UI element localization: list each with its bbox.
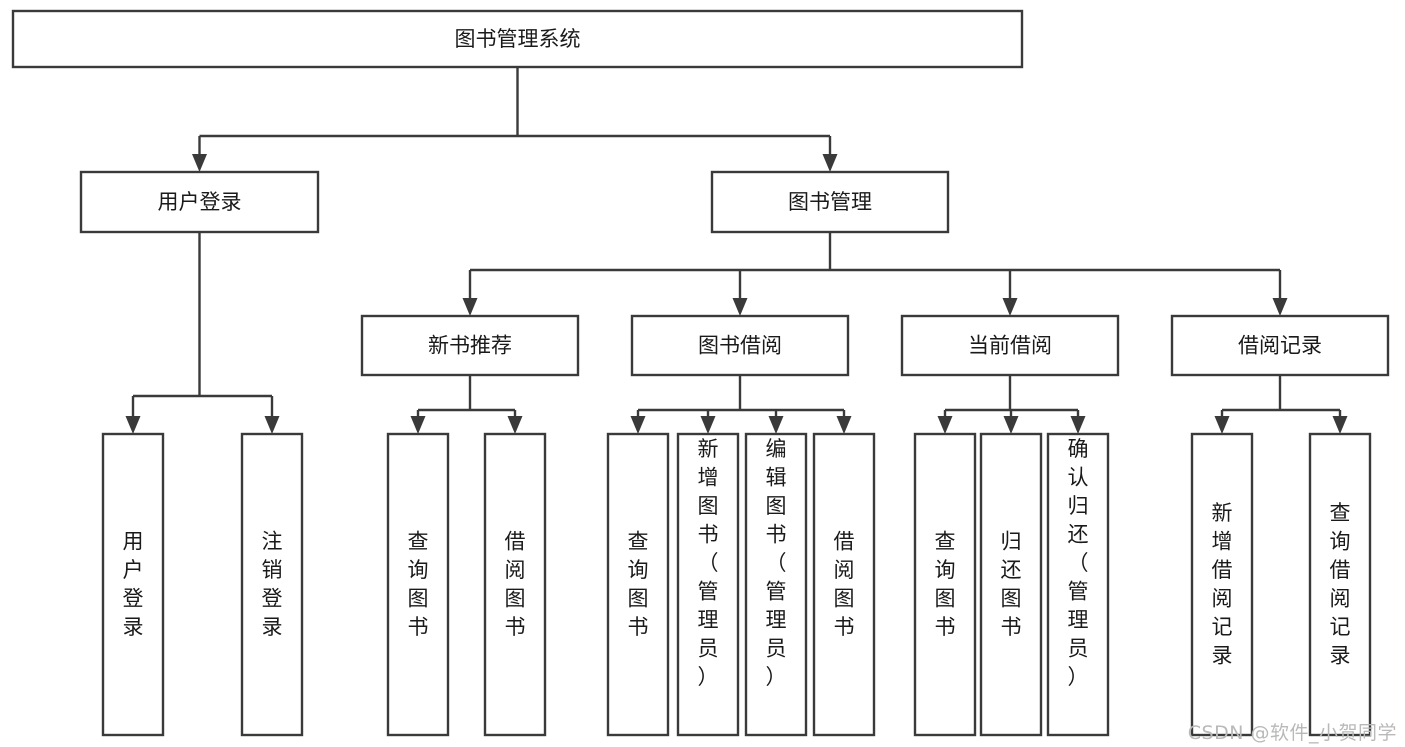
arrow-head-leaf-query-book-recommend: [410, 416, 426, 434]
node-leaf-edit-book-admin[interactable]: 编辑图书（管理员）: [744, 432, 808, 737]
arrow-head-leaf-edit-book-admin: [768, 416, 784, 434]
node-book-borrow[interactable]: 图书借阅: [630, 314, 850, 377]
node-new-book-recommend[interactable]: 新书推荐: [360, 314, 580, 377]
node-box-leaf-query-book-current: [913, 432, 977, 737]
node-label-leaf-borrow-book-recommend: 借阅图书: [505, 530, 526, 640]
node-label-leaf-query-book-recommend: 查询图书: [408, 530, 429, 640]
node-label-root: 图书管理系统: [455, 27, 581, 51]
node-label-leaf-borrow-book: 借阅图书: [834, 530, 855, 640]
node-box-current-borrow: [900, 314, 1120, 377]
node-label-leaf-user-login: 用户登录: [123, 530, 144, 640]
node-box-leaf-borrow-book: [812, 432, 876, 737]
node-box-book-management: [710, 170, 950, 234]
arrow-head-leaf-query-borrow-record: [1332, 416, 1348, 434]
node-box-leaf-edit-book-admin: [744, 432, 808, 737]
node-user-login[interactable]: 用户登录: [79, 170, 320, 234]
node-label-leaf-return-book: 归还图书: [1001, 530, 1022, 640]
node-current-borrow[interactable]: 当前借阅: [900, 314, 1120, 377]
node-box-book-borrow: [630, 314, 850, 377]
arrow-head-new-book-recommend: [462, 298, 478, 316]
node-label-leaf-add-borrow-record: 新增借阅记录: [1212, 501, 1233, 668]
node-leaf-user-login[interactable]: 用户登录: [101, 432, 165, 737]
node-leaf-query-borrow-record[interactable]: 查询借阅记录: [1308, 432, 1372, 737]
node-box-leaf-add-borrow-record: [1190, 432, 1254, 737]
node-label-leaf-logout: 注销登录: [262, 530, 283, 640]
node-box-leaf-borrow-book-recommend: [483, 432, 547, 737]
nodes-layer: 图书管理系统用户登录图书管理新书推荐图书借阅当前借阅借阅记录用户登录注销登录查询…: [11, 9, 1390, 737]
arrow-head-book-borrow: [732, 298, 748, 316]
node-leaf-return-book[interactable]: 归还图书: [979, 432, 1043, 737]
arrow-head-leaf-user-login: [125, 416, 141, 434]
node-leaf-query-book-borrow[interactable]: 查询图书: [606, 432, 670, 737]
arrow-head-leaf-return-book: [1003, 416, 1019, 434]
node-label-leaf-query-book-borrow: 查询图书: [628, 530, 649, 640]
node-box-user-login: [79, 170, 320, 234]
node-label-new-book-recommend: 新书推荐: [428, 334, 512, 358]
node-box-root: [11, 9, 1024, 69]
arrow-head-borrow-record: [1272, 298, 1288, 316]
edges-layer: [125, 67, 1348, 434]
node-borrow-record[interactable]: 借阅记录: [1170, 314, 1390, 377]
node-leaf-query-book-recommend[interactable]: 查询图书: [386, 432, 450, 737]
arrow-head-leaf-query-book-current: [937, 416, 953, 434]
node-leaf-query-book-current[interactable]: 查询图书: [913, 432, 977, 737]
arrow-head-leaf-query-book-borrow: [630, 416, 646, 434]
node-box-leaf-confirm-return-admin: [1046, 432, 1110, 737]
node-root[interactable]: 图书管理系统: [11, 9, 1024, 69]
node-box-leaf-user-login: [101, 432, 165, 737]
node-leaf-confirm-return-admin[interactable]: 确认归还（管理员）: [1046, 432, 1110, 737]
node-box-borrow-record: [1170, 314, 1390, 377]
node-label-user-login: 用户登录: [158, 190, 242, 214]
node-box-new-book-recommend: [360, 314, 580, 377]
node-label-borrow-record: 借阅记录: [1238, 334, 1322, 358]
node-box-leaf-logout: [240, 432, 304, 737]
node-label-leaf-confirm-return-admin: 确认归还（管理员）: [1068, 437, 1089, 689]
node-box-leaf-query-borrow-record: [1308, 432, 1372, 737]
node-label-current-borrow: 当前借阅: [968, 334, 1052, 358]
node-box-leaf-query-book-recommend: [386, 432, 450, 737]
node-box-leaf-add-book-admin: [676, 432, 740, 737]
node-leaf-add-borrow-record[interactable]: 新增借阅记录: [1190, 432, 1254, 737]
arrow-head-user-login: [192, 154, 207, 172]
arrow-head-leaf-borrow-book-recommend: [507, 416, 523, 434]
arrow-head-leaf-borrow-book: [836, 416, 852, 434]
arrow-head-current-borrow: [1002, 298, 1018, 316]
node-label-leaf-add-book-admin: 新增图书（管理员）: [698, 437, 719, 689]
arrow-head-leaf-confirm-return-admin: [1070, 416, 1086, 434]
node-label-book-borrow: 图书借阅: [698, 334, 782, 358]
node-box-leaf-query-book-borrow: [606, 432, 670, 737]
arrow-head-leaf-add-borrow-record: [1214, 416, 1230, 434]
arrow-head-leaf-add-book-admin: [700, 416, 716, 434]
node-label-leaf-query-book-current: 查询图书: [935, 530, 956, 640]
node-label-leaf-query-borrow-record: 查询借阅记录: [1330, 501, 1351, 668]
node-label-book-management: 图书管理: [788, 190, 872, 214]
arrow-head-book-management: [822, 154, 838, 172]
node-leaf-borrow-book[interactable]: 借阅图书: [812, 432, 876, 737]
node-label-leaf-edit-book-admin: 编辑图书（管理员）: [766, 437, 787, 689]
node-box-leaf-return-book: [979, 432, 1043, 737]
node-book-management[interactable]: 图书管理: [710, 170, 950, 234]
arrow-head-leaf-logout: [264, 416, 280, 434]
node-leaf-logout[interactable]: 注销登录: [240, 432, 304, 737]
node-leaf-add-book-admin[interactable]: 新增图书（管理员）: [676, 432, 740, 737]
node-leaf-borrow-book-recommend[interactable]: 借阅图书: [483, 432, 547, 737]
